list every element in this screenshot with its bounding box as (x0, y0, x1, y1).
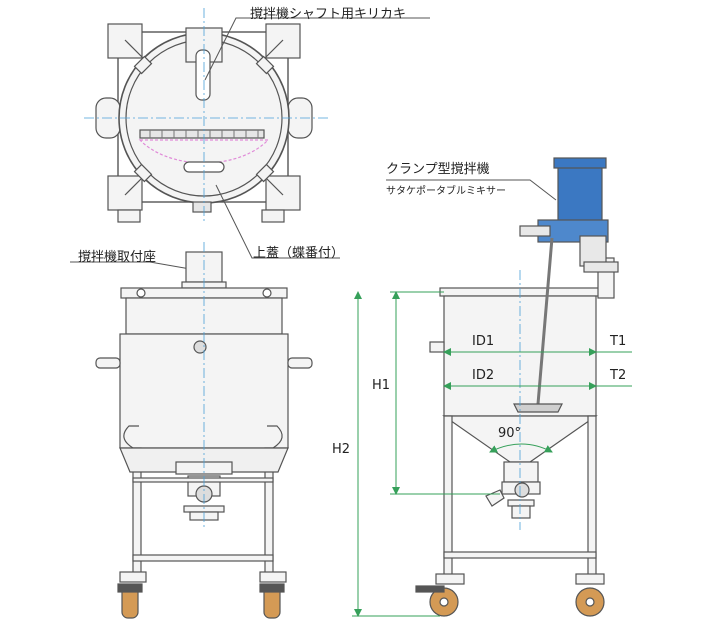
corner-plate (265, 175, 301, 211)
label-top-lid: 上蓋（蝶番付） (253, 246, 345, 261)
dim-h2: H2 (332, 442, 351, 457)
dim-angle: 90° (498, 426, 522, 441)
corner-plate (265, 23, 301, 59)
label-shaft-notch: 撹拌機シャフト用キリカキ (250, 7, 407, 22)
dimension-lines (352, 291, 632, 617)
caster-top (117, 209, 141, 223)
clamp-mixer (513, 157, 619, 413)
corner-plate (107, 175, 143, 211)
label-clamp-mixer: クランプ型撹拌機 (386, 162, 490, 177)
dim-id1: ID1 (472, 334, 495, 349)
corner-plate (107, 23, 143, 59)
label-portable-mixer: サタケポータブルミキサー (386, 186, 506, 197)
dim-t1: T1 (610, 334, 627, 349)
centre-lines-top (84, 8, 330, 222)
label-mount-seat: 撹拌機取付座 (78, 250, 157, 265)
dim-h1: H1 (372, 378, 391, 393)
caster-top (261, 209, 285, 223)
dim-t2: T2 (610, 368, 627, 383)
motor (557, 159, 603, 225)
dim-id2: ID2 (472, 368, 495, 383)
